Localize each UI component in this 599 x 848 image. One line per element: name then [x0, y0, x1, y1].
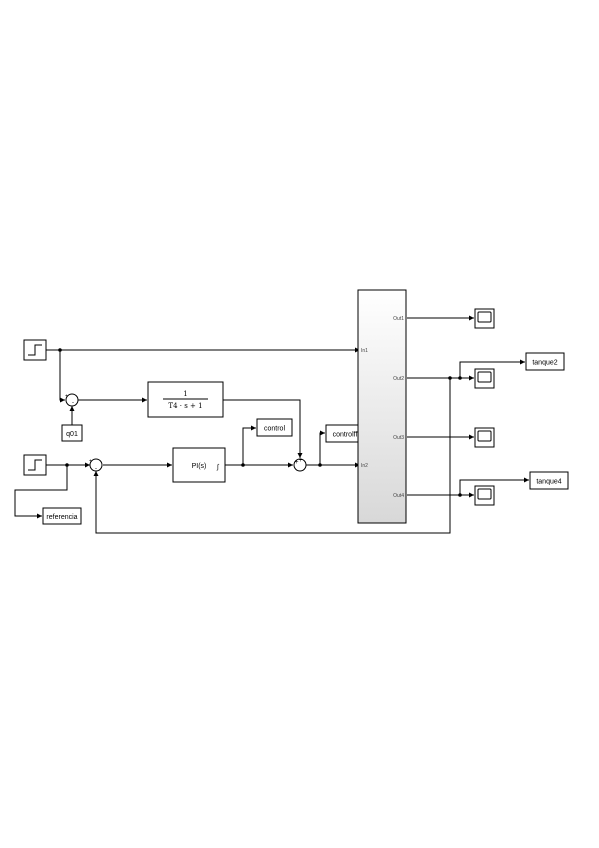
- scope-icon: [477, 371, 492, 383]
- input-port-label: In2: [361, 463, 368, 469]
- scope-tanque4[interactable]: tanque4: [529, 471, 569, 490]
- signal-lines: [14, 315, 529, 534]
- plant-subsystem[interactable]: In1 In2 Out1 Out2 Out3 Out4: [357, 289, 407, 524]
- step-block-2[interactable]: [23, 454, 47, 476]
- output-port-label: Out4: [393, 493, 404, 499]
- step-icon: [28, 459, 42, 471]
- sum-block-1[interactable]: + -: [65, 393, 79, 407]
- saturation-icon: ∫: [216, 464, 220, 471]
- output-port-label: Out3: [393, 435, 404, 441]
- scope-icon: [477, 430, 492, 442]
- block-label: control: [264, 426, 285, 433]
- step-block-1[interactable]: [23, 339, 47, 361]
- constant-label: q01: [66, 431, 78, 438]
- scope-control[interactable]: control: [256, 418, 293, 437]
- sum-sign: +: [89, 459, 93, 465]
- step-icon: [28, 344, 42, 356]
- scope-block-3[interactable]: [474, 427, 495, 448]
- scope-icon: [477, 311, 492, 323]
- sum-block-3[interactable]: + +: [293, 458, 307, 472]
- sum-sign: +: [299, 458, 303, 464]
- block-label: controlff: [333, 432, 358, 439]
- scope-referencia[interactable]: referencia: [42, 507, 82, 525]
- sum-sign: -: [95, 466, 97, 472]
- scope-block-1[interactable]: [474, 308, 495, 329]
- output-port-label: Out2: [393, 376, 404, 382]
- scope-icon: [477, 488, 492, 500]
- input-port-label: In1: [361, 348, 368, 354]
- sum-sign: +: [295, 460, 299, 466]
- transfer-numerator: 1: [183, 390, 187, 398]
- scope-tanque2[interactable]: tanque2: [525, 352, 565, 371]
- block-label: referencia: [46, 514, 77, 521]
- block-label: tanque2: [532, 360, 557, 367]
- transfer-fcn-block[interactable]: 1 T4 · s + 1: [147, 381, 224, 418]
- sum-sign: -: [72, 400, 74, 406]
- pi-label: PI(s): [192, 463, 207, 470]
- transfer-denominator: T4 · s + 1: [168, 402, 202, 410]
- block-label: tanque4: [536, 479, 561, 486]
- sum-sign: +: [65, 394, 69, 400]
- scope-block-4[interactable]: [474, 485, 495, 506]
- scope-block-2[interactable]: [474, 368, 495, 389]
- sum-block-2[interactable]: + -: [89, 458, 103, 472]
- constant-q01[interactable]: q01: [61, 424, 83, 442]
- pi-controller-block[interactable]: PI(s) ∫: [172, 447, 226, 483]
- output-port-label: Out1: [393, 316, 404, 322]
